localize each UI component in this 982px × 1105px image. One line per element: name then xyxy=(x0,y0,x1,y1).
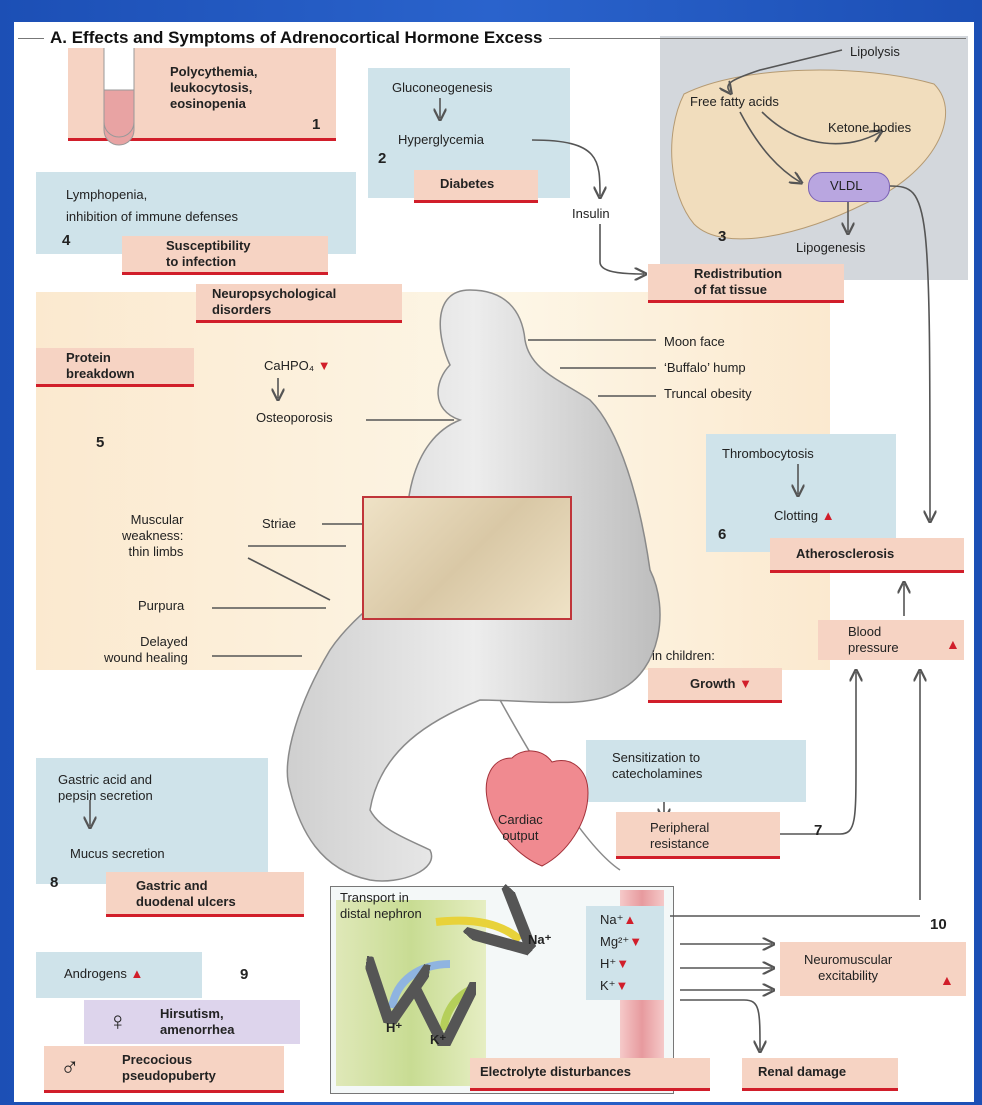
k-text: K⁺ xyxy=(600,978,616,993)
h-in-label: H⁺ xyxy=(386,1020,402,1036)
liver-icon xyxy=(664,54,964,264)
up-arrow-icon: ▲ xyxy=(940,972,954,988)
cardiac-output-label: Cardiac output xyxy=(498,812,543,844)
delayed-label: Delayed wound healing xyxy=(104,634,188,666)
children-label: in children: xyxy=(652,648,715,664)
mg-text: Mg²⁺ xyxy=(600,934,629,949)
androgens-text: Androgens xyxy=(64,966,127,981)
h-text: H⁺ xyxy=(600,956,616,971)
cahpo-text: CaHPO₄ xyxy=(264,358,314,373)
blood-pressure-label: Blood pressure xyxy=(848,624,899,656)
down-arrow-icon: ▼ xyxy=(616,978,629,993)
mucus-label: Mucus secretion xyxy=(70,846,165,862)
neuro-label: Neuropsychological disorders xyxy=(212,286,336,318)
up-arrow-icon: ▲ xyxy=(822,508,835,523)
vldl-label: VLDL xyxy=(830,178,863,194)
gluconeogenesis-label: Gluconeogenesis xyxy=(392,80,492,96)
purpura-label: Purpura xyxy=(138,598,184,614)
down-arrow-icon: ▼ xyxy=(616,956,629,971)
lipogenesis-label: Lipogenesis xyxy=(796,240,865,256)
hirsutism-label: Hirsutism, amenorrhea xyxy=(160,1006,234,1038)
striae-label: Striae xyxy=(262,516,296,532)
redistribution-label: Redistribution of fat tissue xyxy=(694,266,782,298)
section-number-7: 7 xyxy=(814,822,822,839)
section-number-1: 1 xyxy=(312,116,320,133)
ion-na: Na⁺▲ xyxy=(600,912,636,928)
insulin-label: Insulin xyxy=(572,206,610,222)
female-symbol-icon: ♀ xyxy=(108,1006,128,1036)
section-number-8: 8 xyxy=(50,874,58,891)
ketone-bodies-label: Ketone bodies xyxy=(828,120,911,136)
heart-icon xyxy=(482,748,592,868)
polycythemia-label: Polycythemia, leukocytosis, eosinopenia xyxy=(170,64,257,112)
section-number-4: 4 xyxy=(62,232,70,249)
na-in-label: Na⁺ xyxy=(528,932,551,948)
down-arrow-icon: ▼ xyxy=(629,934,642,949)
section-number-10: 10 xyxy=(930,916,947,933)
moon-face-label: Moon face xyxy=(664,334,725,350)
thrombocytosis-label: Thrombocytosis xyxy=(722,446,814,462)
growth-text: Growth xyxy=(690,676,736,691)
section-number-6: 6 xyxy=(718,526,726,543)
clotting-label: Clotting ▲ xyxy=(774,508,835,524)
peripheral-label: Peripheral resistance xyxy=(650,820,709,852)
section-number-5: 5 xyxy=(96,434,104,451)
section-number-3: 3 xyxy=(718,228,726,245)
male-symbol-icon: ♂ xyxy=(60,1052,80,1082)
gastric-label: Gastric acid and pepsin secretion xyxy=(58,772,153,804)
transport-label: Transport in distal nephron xyxy=(340,890,422,922)
truncal-obesity-label: Truncal obesity xyxy=(664,386,752,402)
atherosclerosis-label: Atherosclerosis xyxy=(796,546,894,562)
lipolysis-label: Lipolysis xyxy=(850,44,900,60)
renal-label: Renal damage xyxy=(758,1064,846,1080)
ulcers-label: Gastric and duodenal ulcers xyxy=(136,878,236,910)
buffalo-hump-label: ‘Buffalo’ hump xyxy=(664,360,746,376)
ion-k: K⁺▼ xyxy=(600,978,628,994)
hyperglycemia-label: Hyperglycemia xyxy=(398,132,484,148)
osteoporosis-label: Osteoporosis xyxy=(256,410,333,426)
growth-label: Growth ▼ xyxy=(690,676,752,692)
precocious-label: Precocious pseudopuberty xyxy=(122,1052,216,1084)
sensitization-label: Sensitization to catecholamines xyxy=(612,750,702,782)
down-arrow-icon: ▼ xyxy=(739,676,752,691)
ion-h: H⁺▼ xyxy=(600,956,629,972)
neuromuscular-label: Neuromuscular excitability xyxy=(804,952,892,984)
test-tube-icon xyxy=(96,30,142,160)
muscular-label: Muscular weakness: thin limbs xyxy=(122,512,183,560)
free-fatty-acids-label: Free fatty acids xyxy=(690,94,779,110)
protein-label: Protein breakdown xyxy=(66,350,135,382)
diagram-title: A. Effects and Symptoms of Adrenocortica… xyxy=(44,28,549,48)
k-in-label: K⁺ xyxy=(430,1032,446,1048)
striae-inset xyxy=(362,496,572,620)
up-arrow-icon: ▲ xyxy=(946,636,960,652)
down-arrow-icon: ▼ xyxy=(318,358,331,373)
up-arrow-icon: ▲ xyxy=(131,966,144,981)
susceptibility-label: Susceptibility to infection xyxy=(166,238,251,270)
diabetes-label: Diabetes xyxy=(440,176,494,192)
androgens-label: Androgens ▲ xyxy=(64,966,143,982)
section-number-9: 9 xyxy=(240,966,248,983)
tubule-cells xyxy=(336,900,486,1086)
lymphopenia-label: Lymphopenia, inhibition of immune defens… xyxy=(66,184,238,228)
cahpo-label: CaHPO₄ ▼ xyxy=(264,358,331,374)
na-text: Na⁺ xyxy=(600,912,623,927)
section-number-2: 2 xyxy=(378,150,386,167)
clotting-text: Clotting xyxy=(774,508,818,523)
ion-mg: Mg²⁺▼ xyxy=(600,934,642,950)
electrolyte-label: Electrolyte disturbances xyxy=(480,1064,631,1080)
up-arrow-icon: ▲ xyxy=(623,912,636,927)
